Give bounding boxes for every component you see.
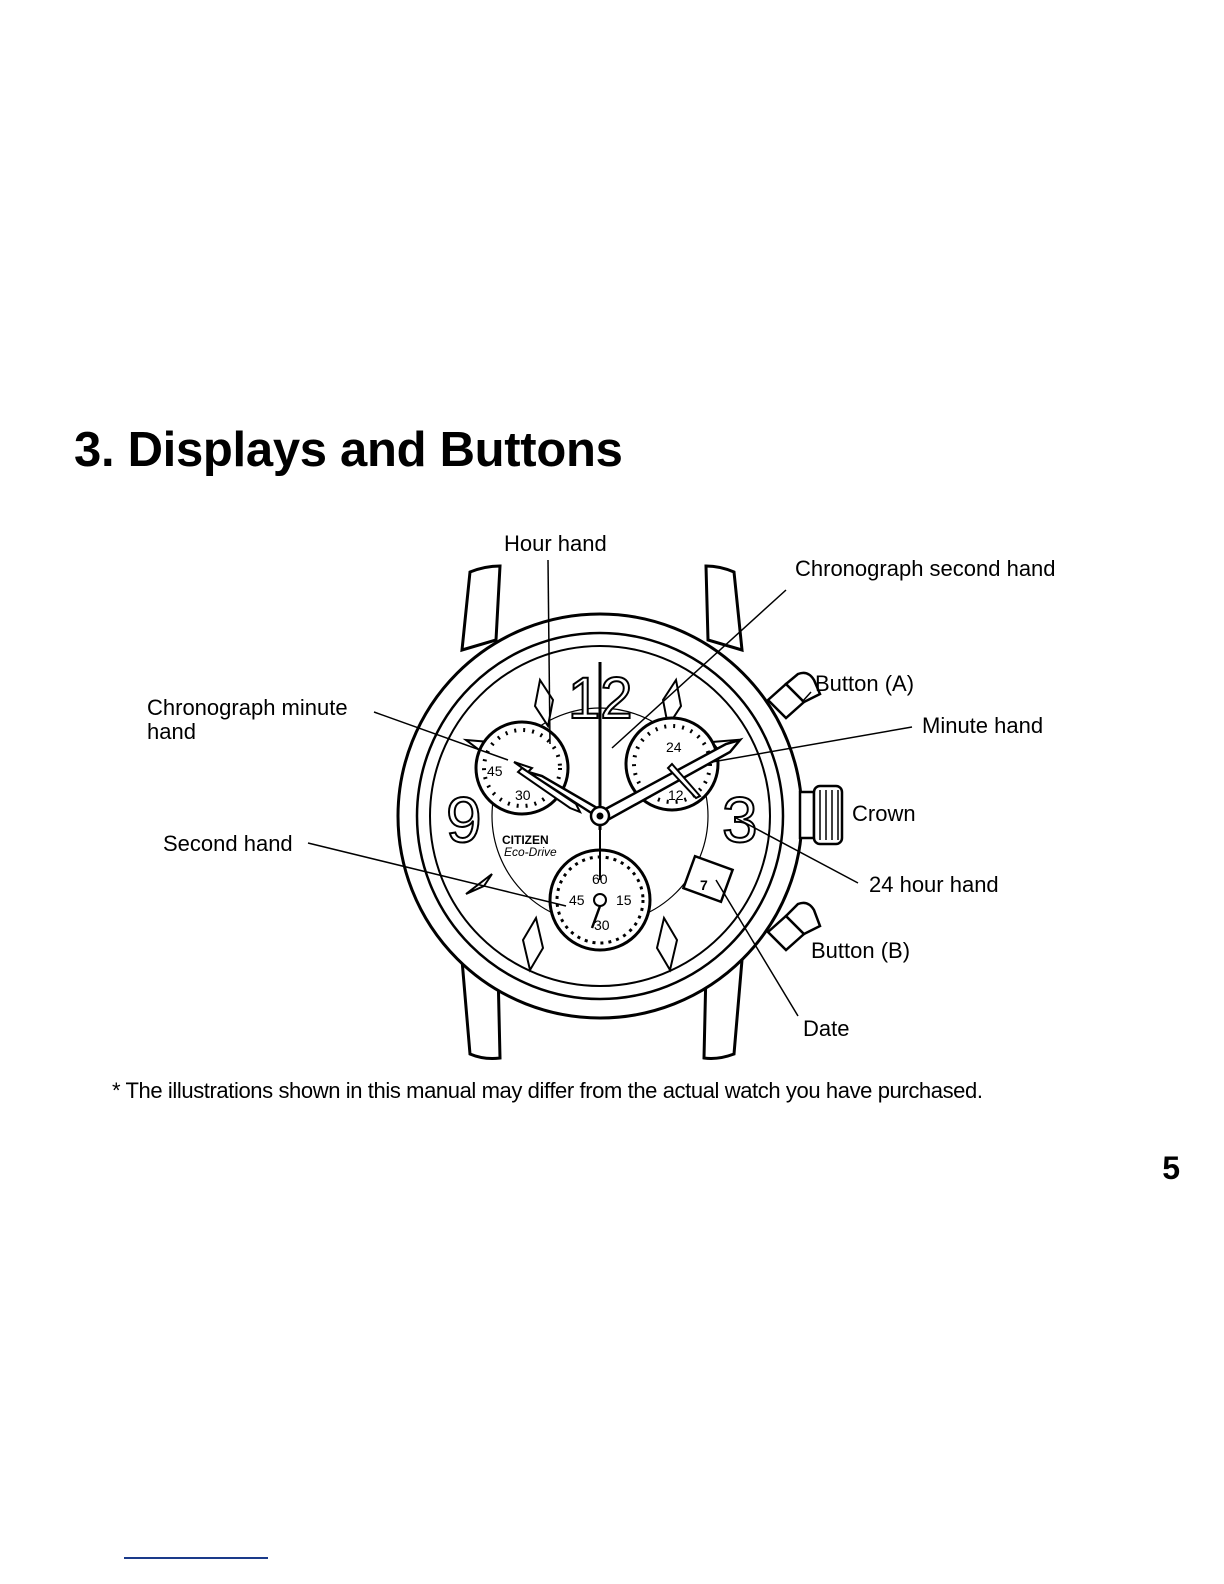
lug-top-right — [704, 564, 744, 653]
page-title: 3. Displays and Buttons — [74, 423, 623, 477]
label-minute-hand: Minute hand — [922, 713, 1043, 738]
illustration-disclaimer: * The illustrations shown in this manual… — [112, 1078, 983, 1103]
label-button-a: Button (A) — [815, 671, 914, 696]
brand-logo-text: CITIZEN — [502, 833, 549, 847]
page-number: 5 — [1162, 1150, 1180, 1186]
crown-knob — [798, 784, 844, 846]
label-second-hand: Second hand — [163, 831, 293, 856]
date-value: 7 — [700, 877, 708, 893]
date-window: 7 — [681, 854, 735, 904]
label-24-hour-hand: 24 hour hand — [869, 872, 999, 897]
watch-diagram: 12 9 3 45 30 24 12 60 45 15 30 CITIZEN E… — [147, 531, 1056, 1060]
subdial-bottom-15: 15 — [616, 892, 632, 908]
numeral-9: 9 — [446, 784, 482, 856]
watch-hands — [513, 662, 744, 880]
label-crown: Crown — [852, 801, 916, 826]
subdial-bottom-45: 45 — [569, 892, 585, 908]
lug-top-left — [460, 564, 502, 653]
leader-lines — [307, 559, 913, 1017]
label-date: Date — [803, 1016, 849, 1041]
label-chrono-second-hand: Chronograph second hand — [795, 556, 1056, 581]
label-chrono-minute-hand-line1: Chronograph minute — [147, 695, 348, 720]
button-a-pusher — [766, 671, 822, 720]
label-hour-hand: Hour hand — [504, 531, 607, 556]
subdial-left-30: 30 — [515, 787, 531, 803]
subdial-right-24: 24 — [666, 739, 682, 755]
footer-rule — [124, 1557, 268, 1559]
subdial-left-45: 45 — [487, 763, 503, 779]
subdial-bottom-30: 30 — [594, 917, 610, 933]
button-b-pusher — [766, 901, 822, 952]
subdial-right-12: 12 — [668, 787, 684, 803]
brand-sub-text: Eco-Drive — [504, 845, 557, 859]
label-chrono-minute-hand-line2: hand — [147, 719, 196, 744]
label-button-b: Button (B) — [811, 938, 910, 963]
